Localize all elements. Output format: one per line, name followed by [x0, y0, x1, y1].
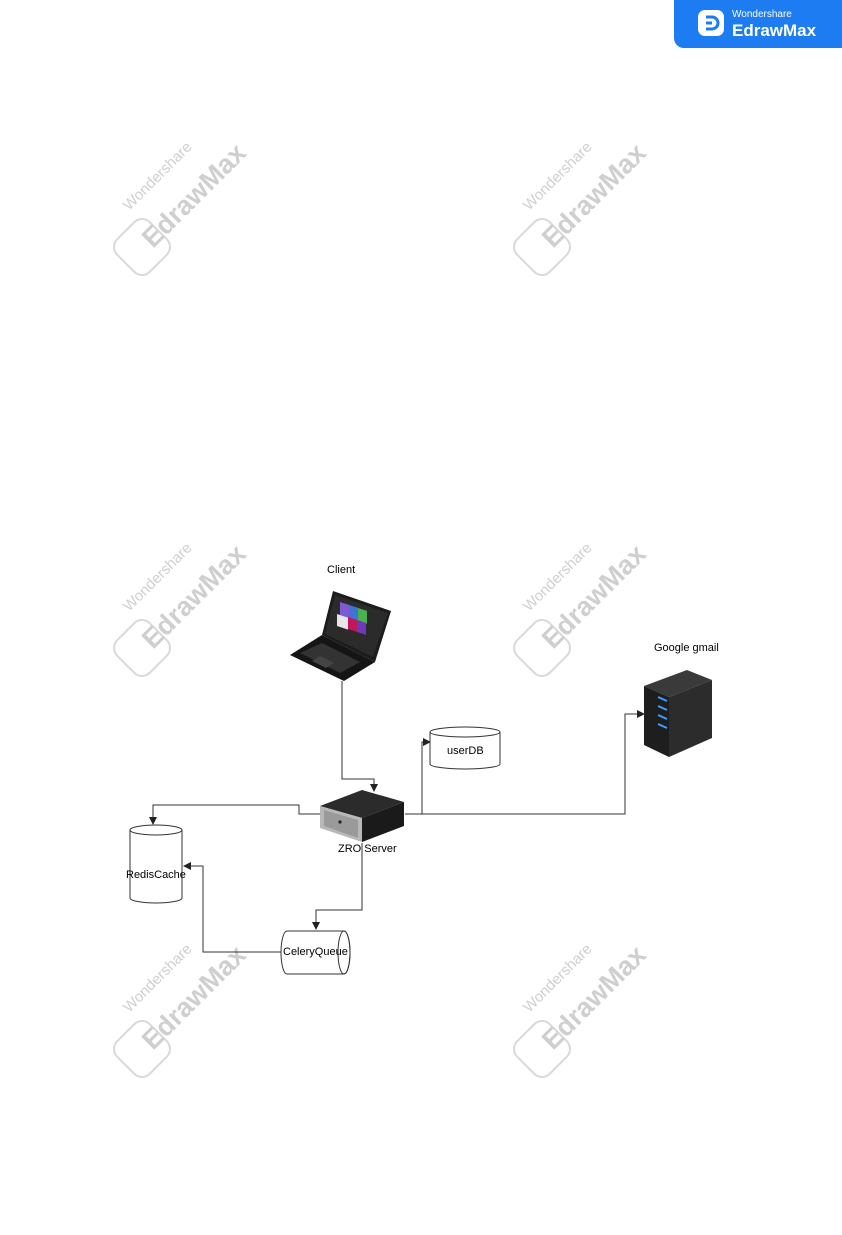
server-tower-icon[interactable]: [644, 670, 712, 757]
brand-badge[interactable]: Wondershare EdrawMax: [674, 0, 842, 48]
redis-label: RedisCache: [126, 869, 186, 881]
userdb-label: userDB: [447, 745, 484, 757]
client-label: Client: [327, 564, 356, 576]
laptop-icon[interactable]: [290, 591, 391, 681]
connector-client-to-server: [341, 681, 378, 792]
brand-product: EdrawMax: [732, 21, 817, 40]
brand-company: Wondershare: [732, 9, 792, 20]
connector-server-to-redis: [149, 804, 320, 825]
server-label: ZRO Server: [338, 843, 397, 855]
rack-server-icon[interactable]: [320, 790, 404, 842]
database-cylinder-icon[interactable]: [429, 726, 501, 770]
cache-cylinder-icon[interactable]: [129, 824, 183, 904]
connector-celery-to-redis: [183, 862, 282, 953]
connector-server-to-gmail: [405, 710, 645, 815]
edrawmax-logo-icon: [698, 10, 724, 36]
connector-server-to-userdb: [405, 738, 431, 815]
gmail-label: Google gmail: [654, 642, 719, 654]
connector-server-to-celery: [312, 843, 363, 930]
celery-label: CeleryQueue: [283, 946, 348, 958]
queue-cylinder-icon[interactable]: [280, 930, 351, 975]
